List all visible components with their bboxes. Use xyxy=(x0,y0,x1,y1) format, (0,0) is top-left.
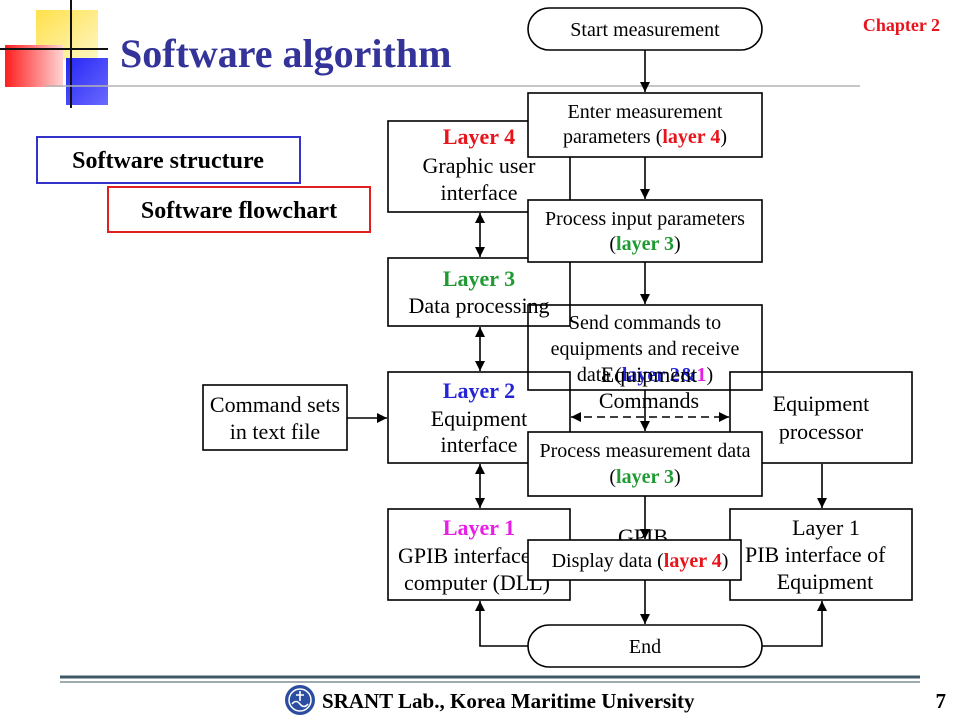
layer2-line1: Equipment xyxy=(431,406,528,431)
layer4-line1: Graphic user xyxy=(422,153,536,178)
page-number: 7 xyxy=(936,689,947,713)
layer1-equipment-box: Layer 1 PIB interface of Equipment xyxy=(729,508,913,601)
flow-process-measurement-layer: layer 3 xyxy=(616,466,674,488)
layer3-box-frame xyxy=(387,257,571,327)
layer1-equipment-line1: PIB interface of xyxy=(745,542,886,567)
flow-process-measurement-post: ) xyxy=(674,466,681,488)
layer3-label: Layer 3 xyxy=(443,266,515,291)
layer1-computer-label: Layer 1 xyxy=(443,515,515,540)
section-tab-structure-label: Software structure xyxy=(72,148,264,174)
flow-end-label: End xyxy=(629,636,661,658)
footer-affiliation: SRANT Lab., Korea Maritime University xyxy=(322,689,695,713)
command-sets-box: Command sets in text file xyxy=(202,384,348,451)
decor-red-square xyxy=(5,45,63,87)
flow-send-receive-post: ) xyxy=(706,364,713,386)
layer1-equipment-line2: Equipment xyxy=(777,569,874,594)
flow-send-receive-line3: data (layer 2&1) xyxy=(577,364,713,386)
header-decoration xyxy=(0,0,860,108)
flow-end: End xyxy=(527,624,763,668)
flow-start: Start measurement xyxy=(527,7,763,51)
layer1-computer-line2: computer (DLL) xyxy=(404,570,550,595)
flow-send-receive-line2: equipments and receive xyxy=(551,338,740,360)
flow-enter-parameters-post: ) xyxy=(720,126,727,148)
layer1-equipment-box-frame xyxy=(729,508,913,601)
layer1-computer-line1: GPIB interface xyxy=(398,543,531,568)
flow-enter-parameters-layer: layer 4 xyxy=(662,126,720,148)
chapter-label: Chapter 2 xyxy=(863,15,940,35)
section-tab-flowchart-border xyxy=(107,186,371,233)
decor-blue-square xyxy=(66,58,108,105)
flow-display-pre: Display data ( xyxy=(552,550,665,572)
command-sets-box-frame xyxy=(202,384,348,451)
gpib-link-left xyxy=(475,601,528,647)
flow-process-input-line1: Process input parameters xyxy=(545,208,745,230)
layer4-label: Layer 4 xyxy=(443,124,515,149)
flow-process-measurement-pre: ( xyxy=(609,466,616,488)
flow-process-measurement-line1: Process measurement data xyxy=(539,440,750,462)
flow-process-input-line2: (layer 3) xyxy=(609,233,680,255)
equipment-processor-line1: Equipment xyxy=(773,391,870,416)
layer2-label: Layer 2 xyxy=(443,378,515,403)
flow-display: Display data (layer 4) xyxy=(527,539,742,581)
layer3-line1: Data processing xyxy=(408,293,549,318)
flow-process-input-pre: ( xyxy=(609,233,616,255)
flow-send-receive: Send commands to equipments and receive … xyxy=(527,304,763,391)
flow-process-measurement: Process measurement data (layer 3) xyxy=(527,431,763,497)
flow-process-measurement-line2: (layer 3) xyxy=(609,466,680,488)
command-sets-line1: Command sets xyxy=(210,392,340,417)
commands-link-line1: Equipment xyxy=(601,362,698,387)
university-emblem-icon xyxy=(285,685,315,715)
flow-process-input-post: ) xyxy=(674,233,681,255)
flow-enter-parameters-line1: Enter measurement xyxy=(568,101,723,123)
section-tab-flowchart: Software flowchart xyxy=(107,186,371,233)
layer2-line2: interface xyxy=(441,432,518,457)
flow-send-receive-layer-a: layer 2& xyxy=(622,364,697,386)
flow-send-receive-pre: data ( xyxy=(577,364,622,386)
flow-display-post: ) xyxy=(722,550,729,572)
flow-display-box xyxy=(527,539,742,581)
gpib-link-right xyxy=(762,601,827,647)
flow-display-layer: layer 4 xyxy=(664,550,722,572)
flow-send-receive-layer-b: 1 xyxy=(696,364,706,386)
command-sets-line2: in text file xyxy=(230,419,320,444)
flow-end-oval xyxy=(527,624,763,668)
layer3-box: Layer 3 Data processing xyxy=(387,257,571,327)
flow-enter-parameters-pre: parameters ( xyxy=(563,126,663,148)
flow-start-label: Start measurement xyxy=(570,19,720,41)
flow-enter-parameters-line2: parameters (layer 4) xyxy=(563,126,727,148)
flow-enter-parameters: Enter measurement parameters (layer 4) xyxy=(527,92,763,158)
flow-display-line1: Display data (layer 4) xyxy=(552,550,729,572)
section-tab-structure: Software structure xyxy=(36,136,301,184)
flow-process-input: Process input parameters (layer 3) xyxy=(527,199,763,263)
layer1-equipment-label: Layer 1 xyxy=(792,515,860,540)
layer4-line2: interface xyxy=(441,180,518,205)
layer2-box: Layer 2 Equipment interface xyxy=(387,371,571,464)
flow-process-input-layer: layer 3 xyxy=(616,233,674,255)
flow-send-receive-line1: Send commands to xyxy=(569,312,721,334)
equipment-processor-line2: processor xyxy=(779,419,864,444)
flow-enter-parameters-box xyxy=(527,92,763,158)
section-tab-flowchart-label: Software flowchart xyxy=(141,198,337,224)
commands-link-line2: Commands xyxy=(599,388,699,413)
flow-process-measurement-box xyxy=(527,431,763,497)
page-title: Software algorithm xyxy=(120,31,451,76)
section-tab-structure-border xyxy=(36,136,301,184)
